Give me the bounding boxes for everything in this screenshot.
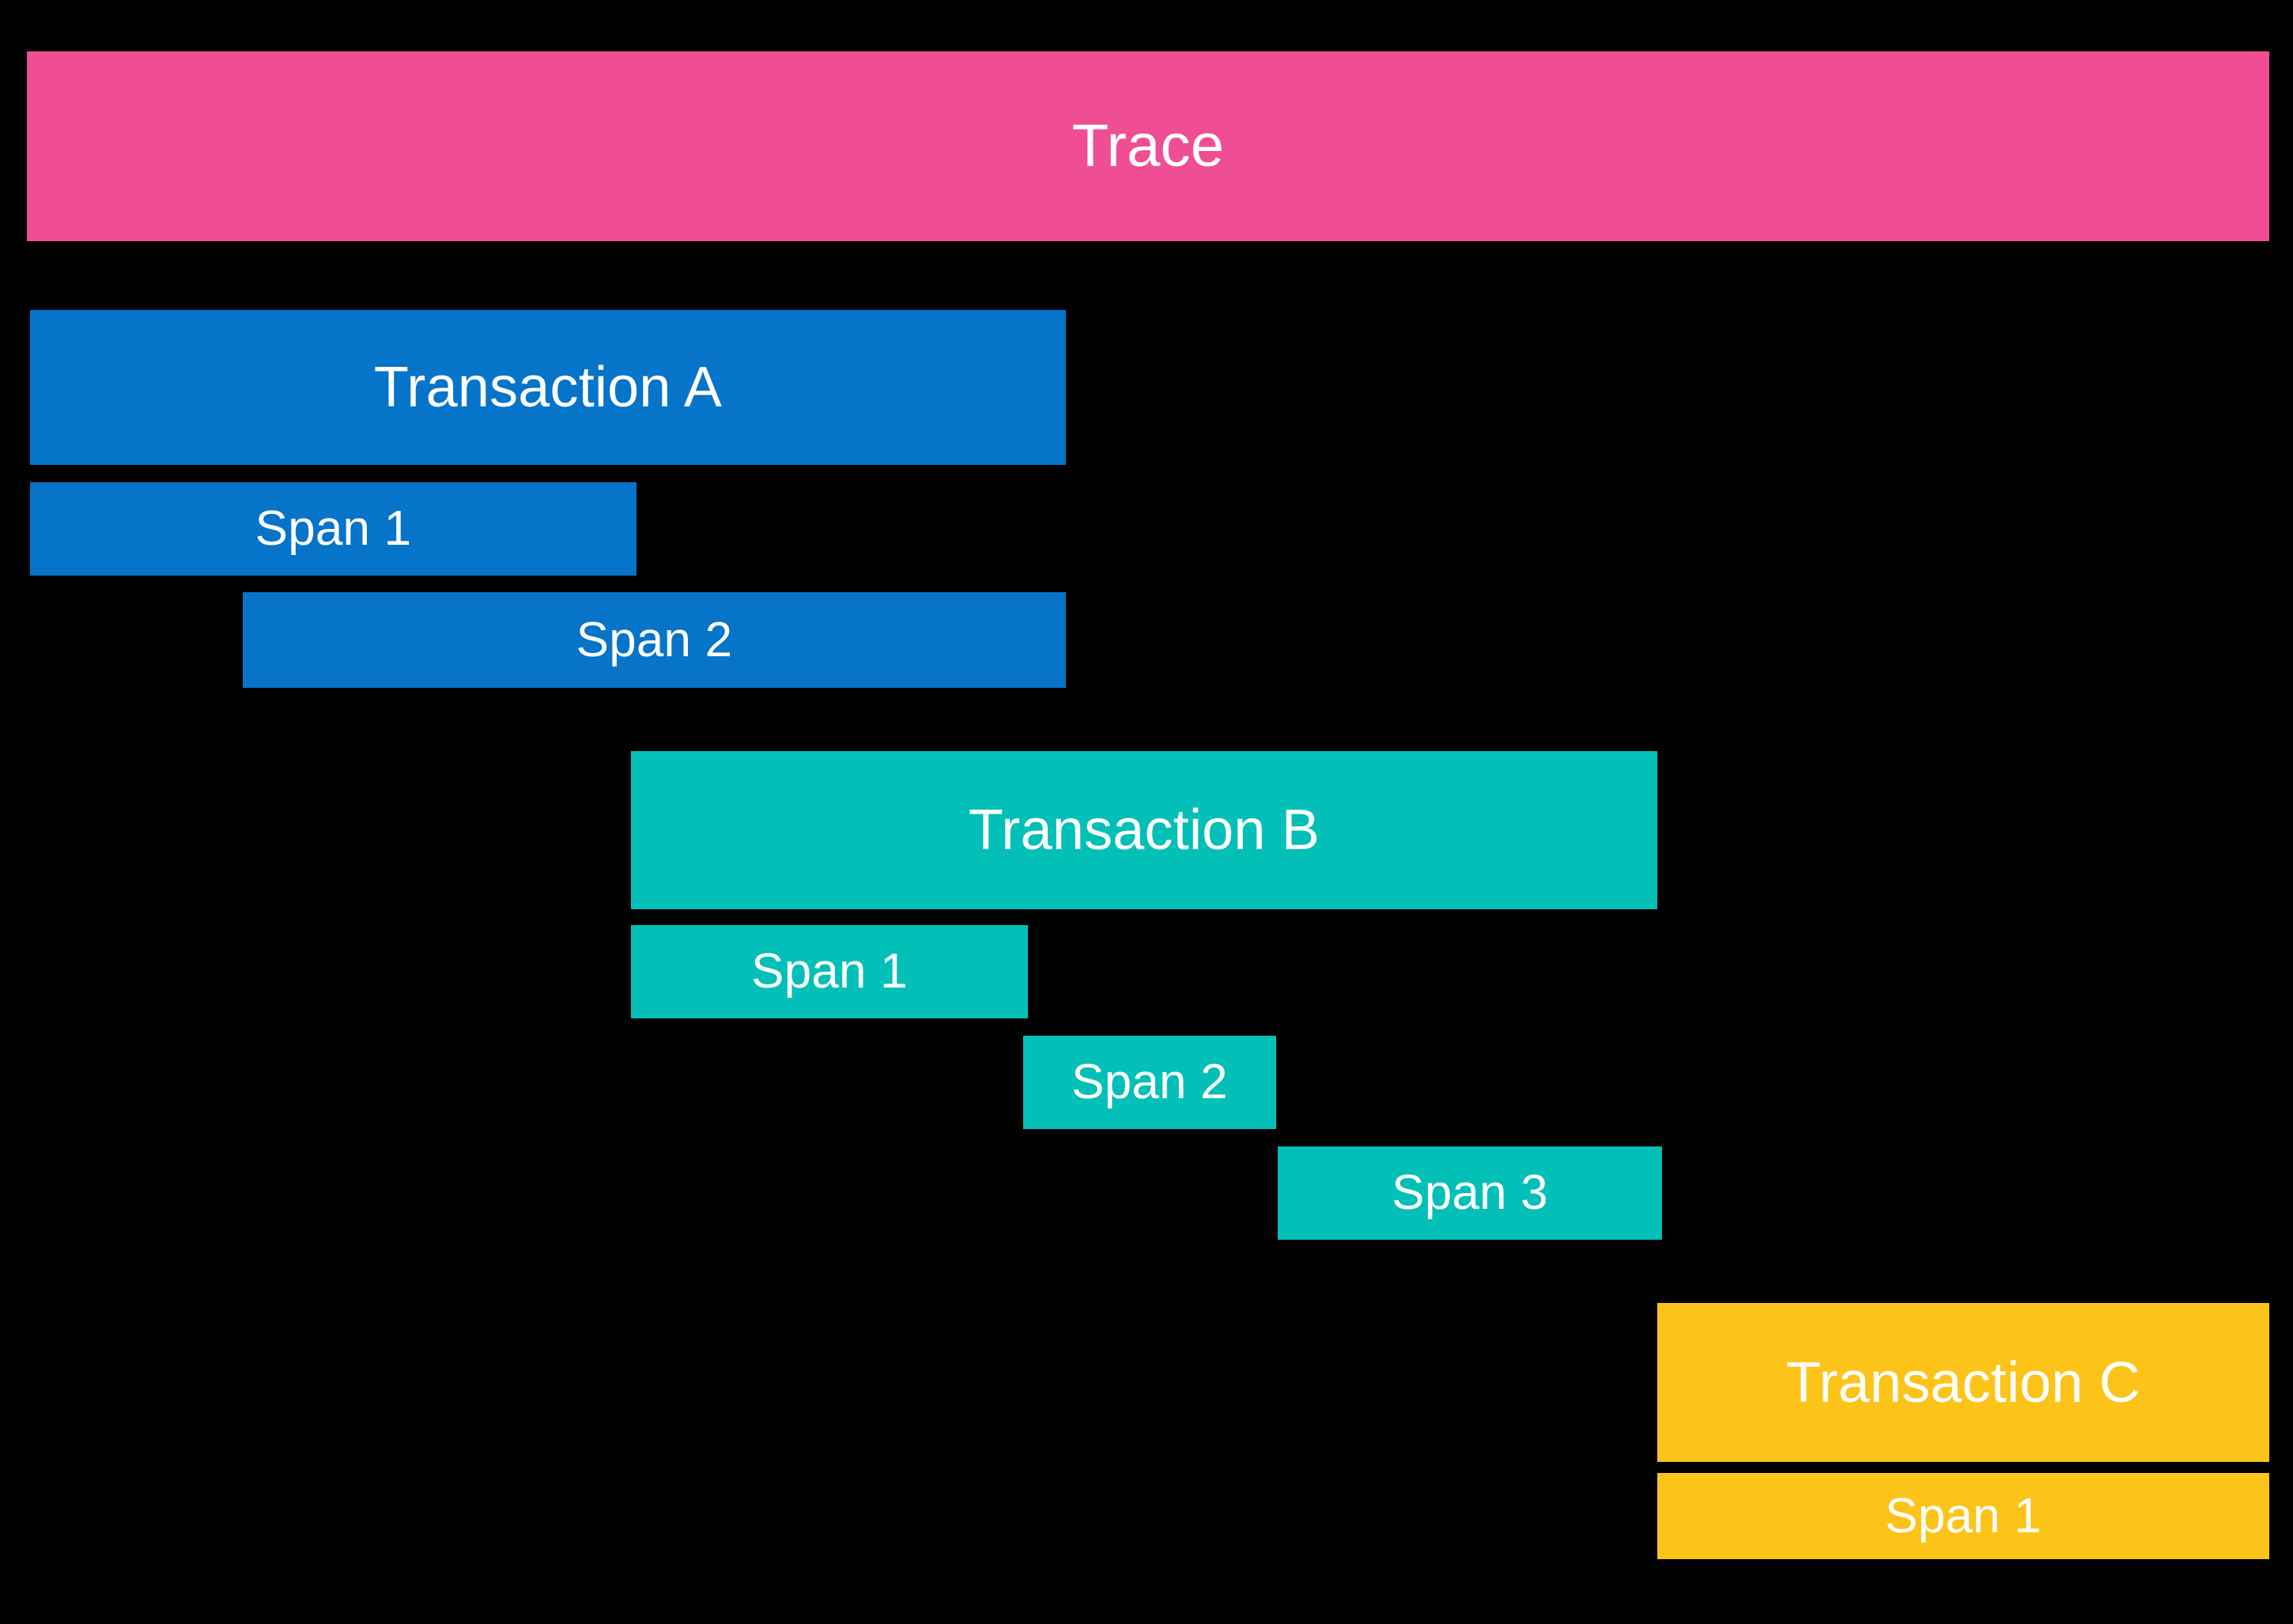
transaction-b-span-3-bar[interactable]: Span 3 — [1278, 1146, 1662, 1240]
transaction-c-bar[interactable]: Transaction C — [1657, 1303, 2269, 1462]
transaction-c-span-1-bar[interactable]: Span 1 — [1657, 1473, 2269, 1559]
transaction-a-bar[interactable]: Transaction A — [30, 310, 1066, 465]
transaction-b-label: Transaction B — [968, 799, 1320, 862]
transaction-c-span-1-label: Span 1 — [1885, 1488, 2042, 1543]
transaction-a-span-1-label: Span 1 — [255, 501, 412, 556]
transaction-a-label: Transaction A — [373, 356, 723, 419]
transaction-b-span-3-label: Span 3 — [1392, 1165, 1548, 1220]
trace-bar-label: Trace — [1071, 112, 1225, 179]
transaction-b-span-2-bar[interactable]: Span 2 — [1023, 1036, 1276, 1129]
transaction-a-span-2-label: Span 2 — [576, 612, 733, 667]
transaction-a-span-2-bar[interactable]: Span 2 — [243, 592, 1066, 688]
transaction-a-span-1-bar[interactable]: Span 1 — [30, 482, 637, 576]
transaction-b-span-2-label: Span 2 — [1071, 1055, 1228, 1109]
transaction-b-bar[interactable]: Transaction B — [631, 751, 1657, 909]
trace-bar[interactable]: Trace — [27, 51, 2269, 241]
transaction-b-span-1-bar[interactable]: Span 1 — [631, 925, 1028, 1018]
transaction-b-span-1-label: Span 1 — [751, 944, 908, 999]
transaction-c-label: Transaction C — [1785, 1350, 2141, 1414]
